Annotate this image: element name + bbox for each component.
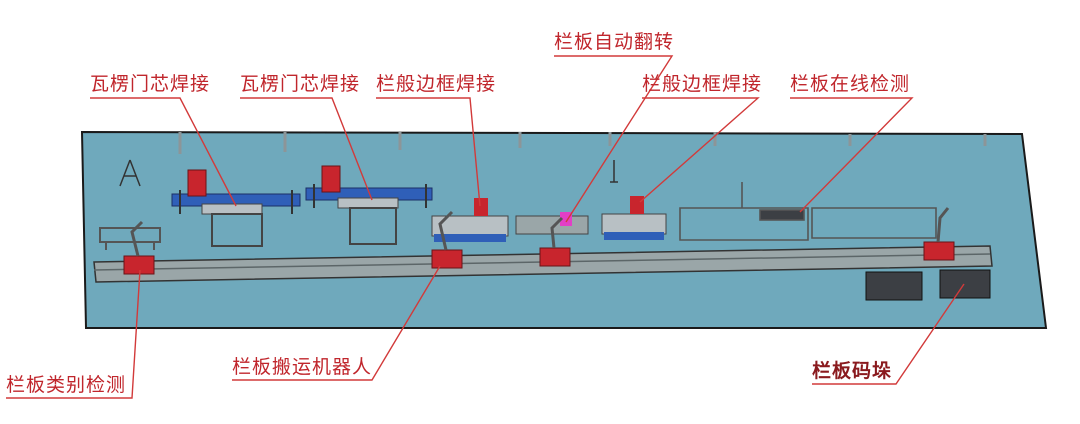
online-inspection-frames: [679, 182, 937, 241]
back-posts: [178, 132, 987, 154]
label-frame-weld-1: 栏般边框焊接: [376, 73, 497, 95]
label-stacking: 栏板码垛: [812, 360, 893, 382]
panel-stack-icon: [865, 269, 991, 301]
inspection-fixture: [99, 227, 161, 250]
label-type-inspection: 栏板类别检测: [6, 374, 127, 396]
leader-lines: [6, 55, 965, 399]
frame-weld-station: [431, 198, 509, 242]
auto-flip-station: [515, 212, 589, 235]
label-tile-core-weld-2: 瓦楞门芯焊接: [240, 73, 361, 95]
label-frame-weld-2: 栏般边框焊接: [642, 73, 763, 95]
label-tile-core-weld-1: 瓦楞门芯焊接: [90, 73, 211, 95]
industrial-robot-icon: [123, 241, 955, 275]
robot-arms: [130, 207, 950, 257]
frame-weld-station: [601, 196, 667, 240]
label-handling-robot: 栏板搬运机器人: [232, 356, 373, 378]
label-auto-flip: 栏板自动翻转: [554, 31, 675, 53]
welding-gantry-icon: [171, 169, 301, 247]
hanging-hook-icon: [119, 159, 618, 187]
label-online-inspection: 栏板在线检测: [790, 73, 911, 95]
